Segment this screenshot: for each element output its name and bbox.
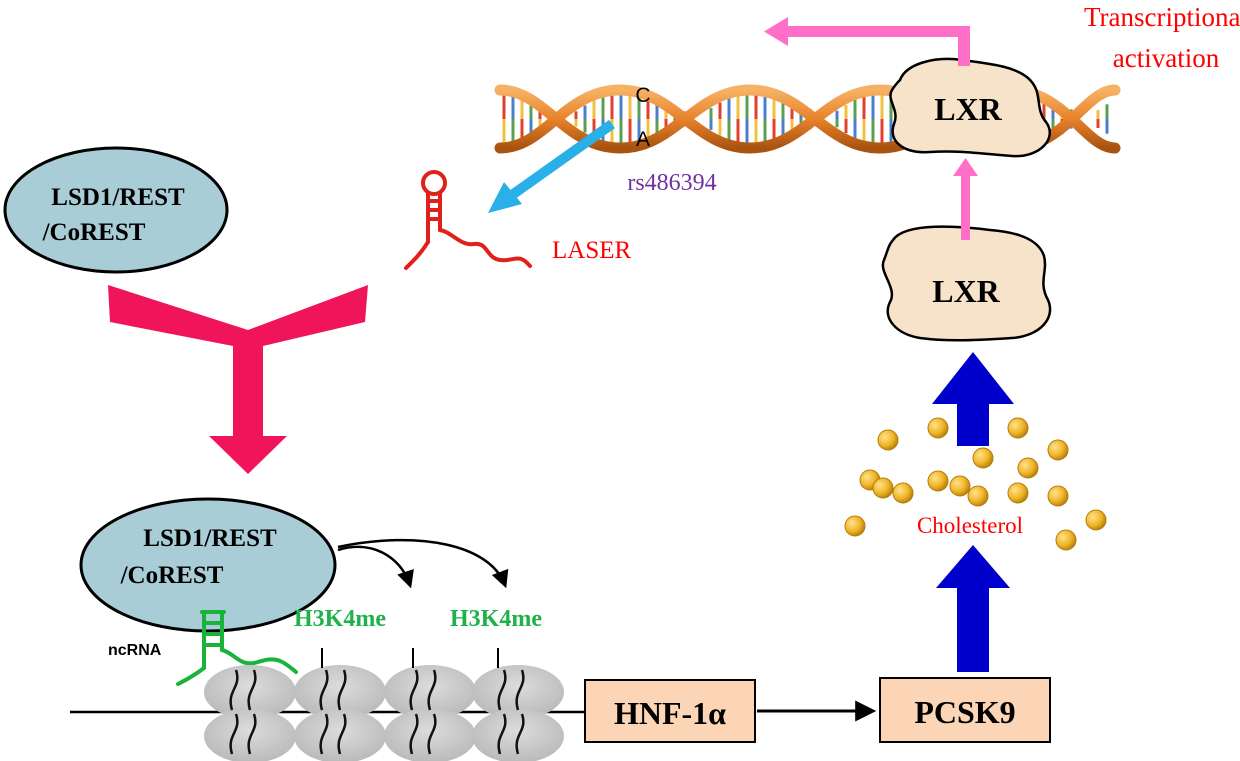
lxr-dna-label: LXR: [934, 91, 1002, 127]
lxr-free: LXR: [881, 225, 1052, 342]
complex-top-line2: /CoREST: [42, 219, 146, 246]
pcsk9-box: PCSK9: [879, 677, 1051, 743]
inhibition-arrow-icon: [108, 285, 368, 474]
lsd1-complex-bottom: LSD1/REST /CoREST: [79, 497, 337, 633]
lxr-translocation-arrow: [953, 158, 978, 240]
cholesterol-particle-icon: [844, 417, 1107, 551]
demethylation-arrows: [337, 538, 509, 589]
transcription-label-line2: activation: [1113, 43, 1220, 73]
hnf1a-label: HNF-1α: [614, 695, 726, 731]
cholesterol-to-lxr-arrow: [932, 352, 1014, 446]
transcription-label-line1: Transcriptional: [1084, 2, 1240, 32]
complex-top-line1: LSD1/REST: [51, 184, 185, 211]
nucleosome-icon: [204, 648, 564, 761]
histone-mark-2: H3K4me: [450, 606, 542, 632]
ncrna-label: ncRNA: [108, 642, 162, 659]
lsd1-complex-top: LSD1/REST /CoREST: [3, 146, 229, 274]
cholesterol-label: Cholesterol: [917, 513, 1023, 538]
snp-allele-c: C: [635, 84, 650, 107]
histone-mark-1: H3K4me: [294, 606, 386, 632]
transcription-arrow: [764, 17, 970, 66]
snp-allele-a: A: [636, 128, 650, 151]
laser-label: LASER: [552, 237, 632, 264]
pcsk9-label: PCSK9: [914, 694, 1015, 730]
hnf1a-box: HNF-1α: [584, 679, 756, 743]
rna-hairpin-icon: [404, 170, 532, 270]
lxr-free-label: LXR: [932, 273, 1000, 309]
snp-to-laser-arrow: [488, 119, 615, 213]
lxr-dna-bound: LXR: [889, 57, 1052, 158]
pcsk9-to-cholesterol-arrow: [936, 545, 1010, 672]
ncrna-hairpin-icon: [176, 610, 298, 686]
snp-id-label: rs486394: [627, 170, 716, 196]
complex-bottom-line1: LSD1/REST: [143, 525, 277, 552]
complex-bottom-line2: /CoREST: [120, 562, 224, 589]
